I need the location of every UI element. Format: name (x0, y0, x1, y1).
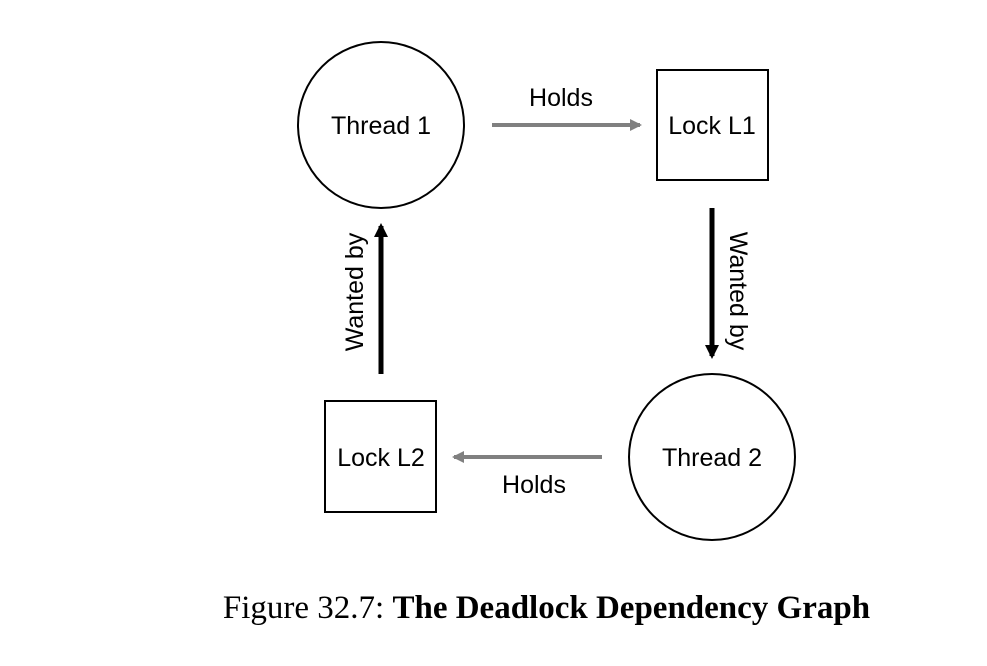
wanted-by-label-right: Wanted by (724, 232, 752, 351)
edge-lock-l2-wanted-by-thread-1: Wanted by (341, 223, 388, 374)
edge-thread-2-holds-lock-l2: Holds (452, 451, 602, 499)
edge-thread-1-holds-lock-l1: Holds (492, 84, 642, 131)
thread-2-label: Thread 2 (662, 444, 762, 472)
figure-caption: Figure 32.7: The Deadlock Dependency Gra… (0, 590, 987, 627)
holds-label-top: Holds (529, 84, 593, 112)
wanted-by-label-left: Wanted by (341, 232, 369, 351)
thread-1-circle (297, 41, 465, 209)
node-thread-2: Thread 2 (628, 373, 796, 541)
edge-lock-l1-wanted-by-thread-2: Wanted by (705, 208, 752, 359)
lock-l2-square (324, 400, 437, 513)
holds-label-bottom: Holds (502, 471, 566, 499)
lock-l1-square (656, 69, 769, 181)
lock-l1-label: Lock L1 (668, 112, 756, 140)
node-lock-l2: Lock L2 (324, 400, 437, 513)
lock-l2-label: Lock L2 (337, 444, 425, 472)
deadlock-dependency-graph: Thread 1 Lock L1 Thread 2 Lock L2 Holds … (297, 41, 796, 541)
node-lock-l1: Lock L1 (656, 69, 769, 181)
figure-title: The Deadlock Dependency Graph (392, 590, 871, 626)
thread-1-label: Thread 1 (331, 112, 431, 140)
thread-2-circle (628, 373, 796, 541)
node-thread-1: Thread 1 (297, 41, 465, 209)
figure-number: Figure 32.7: (222, 590, 385, 626)
